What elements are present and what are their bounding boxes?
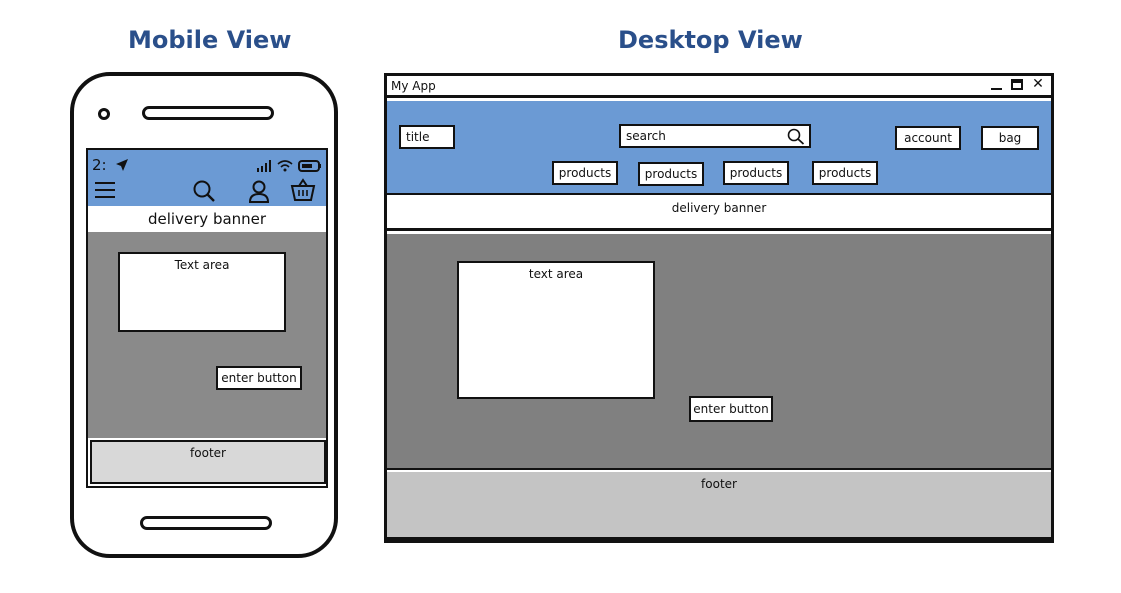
- signal-bars-icon: [256, 160, 271, 172]
- camera-icon: [98, 108, 110, 120]
- basket-icon[interactable]: [290, 178, 316, 202]
- nav-products-1[interactable]: products: [552, 161, 618, 185]
- home-button-slot: [140, 516, 272, 530]
- mobile-enter-button[interactable]: enter button: [216, 366, 302, 390]
- maximize-icon[interactable]: [1010, 78, 1024, 92]
- battery-icon: [298, 160, 321, 172]
- mobile-text-area[interactable]: Text area: [118, 252, 286, 332]
- desktop-header: title search account bag products produc…: [387, 101, 1051, 195]
- mobile-main-area: Text area enter button: [88, 232, 326, 438]
- search-icon[interactable]: [192, 180, 216, 202]
- speaker-slot: [142, 106, 274, 120]
- search-input[interactable]: search: [619, 124, 811, 148]
- desktop-window: My App ✕ title search account bag produc…: [384, 73, 1054, 543]
- minimize-icon[interactable]: [989, 78, 1003, 92]
- wifi-icon: [277, 160, 293, 172]
- mobile-footer: footer: [90, 440, 326, 484]
- status-time: 2:: [92, 156, 107, 174]
- phone-frame: 2: delivery banner Text area enter butto…: [70, 72, 338, 558]
- hamburger-menu-icon[interactable]: [94, 180, 116, 200]
- search-icon[interactable]: [787, 128, 805, 145]
- search-placeholder: search: [626, 129, 666, 143]
- mobile-view-heading: Mobile View: [128, 26, 292, 54]
- desktop-enter-button[interactable]: enter button: [689, 396, 773, 422]
- bag-button[interactable]: bag: [981, 126, 1039, 150]
- close-icon[interactable]: ✕: [1032, 76, 1044, 92]
- location-arrow-icon: [116, 159, 129, 171]
- mobile-delivery-banner: delivery banner: [88, 206, 326, 232]
- user-icon[interactable]: [248, 180, 270, 204]
- title-box[interactable]: title: [399, 125, 455, 149]
- desktop-main-area: text area enter button: [387, 234, 1051, 470]
- window-titlebar: My App ✕: [387, 76, 1051, 98]
- nav-products-3[interactable]: products: [723, 161, 789, 185]
- desktop-view-heading: Desktop View: [618, 26, 803, 54]
- desktop-delivery-banner: delivery banner: [387, 197, 1051, 231]
- mobile-screen: 2: delivery banner Text area enter butto…: [86, 148, 328, 488]
- status-bar-right: [256, 157, 322, 176]
- desktop-footer: footer: [387, 472, 1051, 540]
- nav-products-4[interactable]: products: [812, 161, 878, 185]
- desktop-text-area[interactable]: text area: [457, 261, 655, 399]
- status-bar-left: 2:: [92, 156, 129, 174]
- window-title: My App: [391, 79, 436, 93]
- window-controls: ✕: [987, 76, 1045, 97]
- account-button[interactable]: account: [895, 126, 961, 150]
- mobile-header: 2:: [88, 150, 326, 206]
- nav-products-2[interactable]: products: [638, 162, 704, 186]
